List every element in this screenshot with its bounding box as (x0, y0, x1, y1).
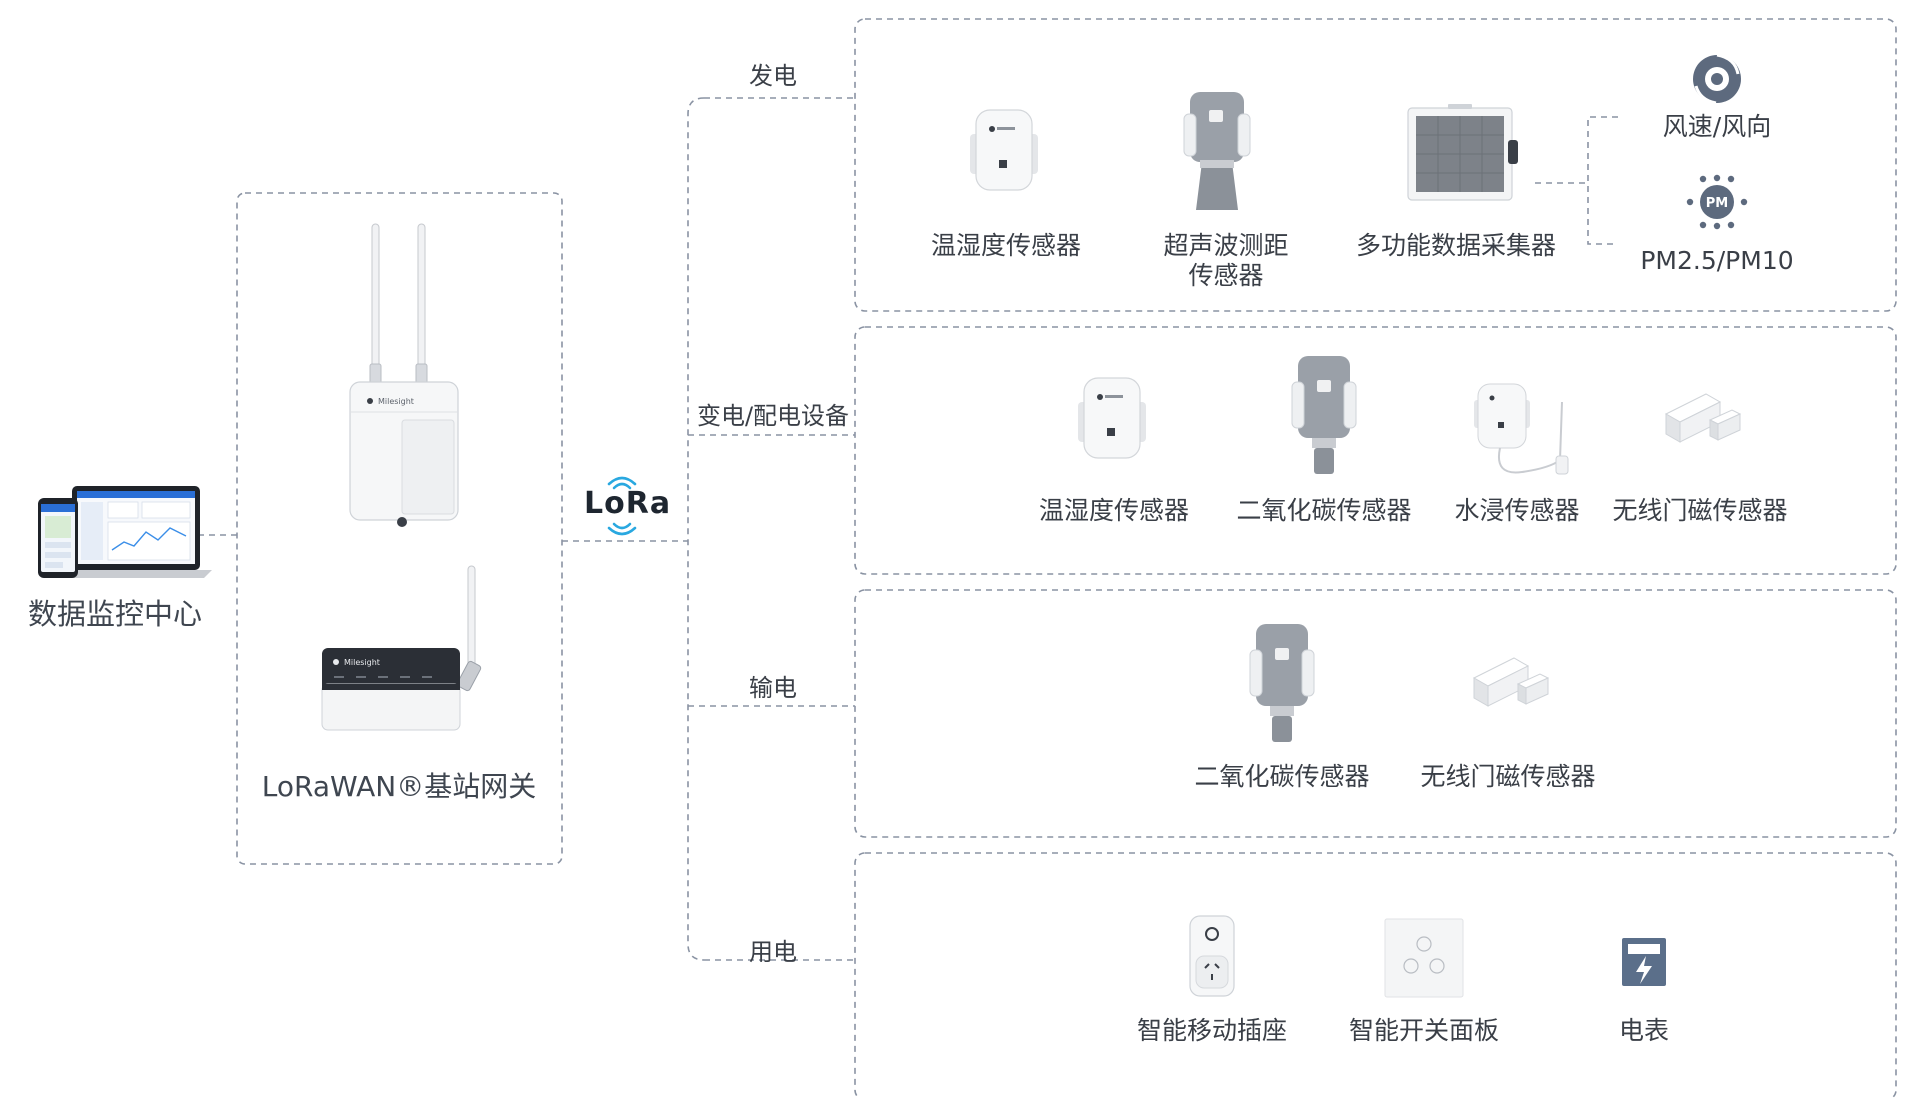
device-label: 电表 (1618, 1016, 1670, 1045)
device-label: 二氧化碳传感器 (1194, 762, 1370, 791)
svg-text:PM: PM (1706, 196, 1728, 211)
multi-function-data-collector-icon (1404, 104, 1536, 204)
temp-humidity-sensor-icon (964, 104, 1044, 194)
smart-switch-panel-icon (1384, 918, 1464, 998)
device-label: 智能开关面板 (1348, 1016, 1500, 1045)
temp-humidity-sensor-icon (1072, 372, 1152, 462)
electric-meter-icon (1620, 936, 1668, 988)
wind-speed-direction-icon (1690, 52, 1744, 106)
monitor-devices-illustration (38, 484, 212, 594)
water-leak-sensor-icon (1470, 380, 1580, 480)
branch-label-substation: 变电/配电设备 (696, 402, 850, 430)
device-label: 水浸传感器 (1454, 496, 1580, 525)
device-label-line1: 超声波测距 (1163, 231, 1289, 260)
device-label: 多功能数据采集器 (1355, 231, 1557, 260)
gateway-label: LoRaWAN®基站网关 (261, 770, 537, 803)
branch-label-generation: 发电 (749, 62, 797, 90)
sub-device-label: PM2.5/PM10 (1640, 246, 1794, 275)
lora-logo: LoRa (584, 476, 672, 536)
device-label: 超声波测距 传感器 (1163, 231, 1288, 290)
smart-plug-icon (1188, 914, 1236, 998)
device-label-line2: 传感器 (1188, 260, 1264, 290)
svg-text:Milesight: Milesight (378, 397, 414, 406)
device-label: 智能移动插座 (1136, 1016, 1288, 1045)
device-label: 二氧化碳传感器 (1236, 496, 1412, 525)
door-magnetic-sensor-icon (1662, 386, 1742, 452)
ultrasonic-distance-sensor-icon (1182, 92, 1252, 212)
outdoor-gateway-illustration: Milesight (348, 223, 459, 527)
monitor-center-label: 数据监控中心 (28, 597, 203, 631)
device-label: 温湿度传感器 (1038, 496, 1190, 525)
group-box-consumption (854, 852, 1897, 1098)
lora-logo-text: LoRa (584, 486, 672, 521)
group-box-transmission (854, 589, 1897, 838)
device-label: 无线门磁传感器 (1612, 496, 1788, 525)
device-label: 温湿度传感器 (930, 231, 1082, 260)
group-box-substation (854, 326, 1897, 575)
co2-sensor-icon (1291, 356, 1357, 476)
branch-label-transmission: 输电 (749, 674, 797, 702)
pm-sensor-icon: PM (1684, 174, 1750, 230)
branch-label-consumption: 用电 (749, 938, 797, 966)
indoor-gateway-illustration: Milesight (320, 565, 490, 736)
group-box-generation (854, 18, 1897, 312)
svg-text:Milesight: Milesight (344, 658, 380, 667)
device-label: 无线门磁传感器 (1420, 762, 1596, 791)
gateway-box (236, 192, 563, 865)
sub-device-label: 风速/风向 (1662, 112, 1772, 141)
door-magnetic-sensor-icon (1470, 650, 1550, 716)
co2-sensor-icon (1249, 624, 1315, 744)
